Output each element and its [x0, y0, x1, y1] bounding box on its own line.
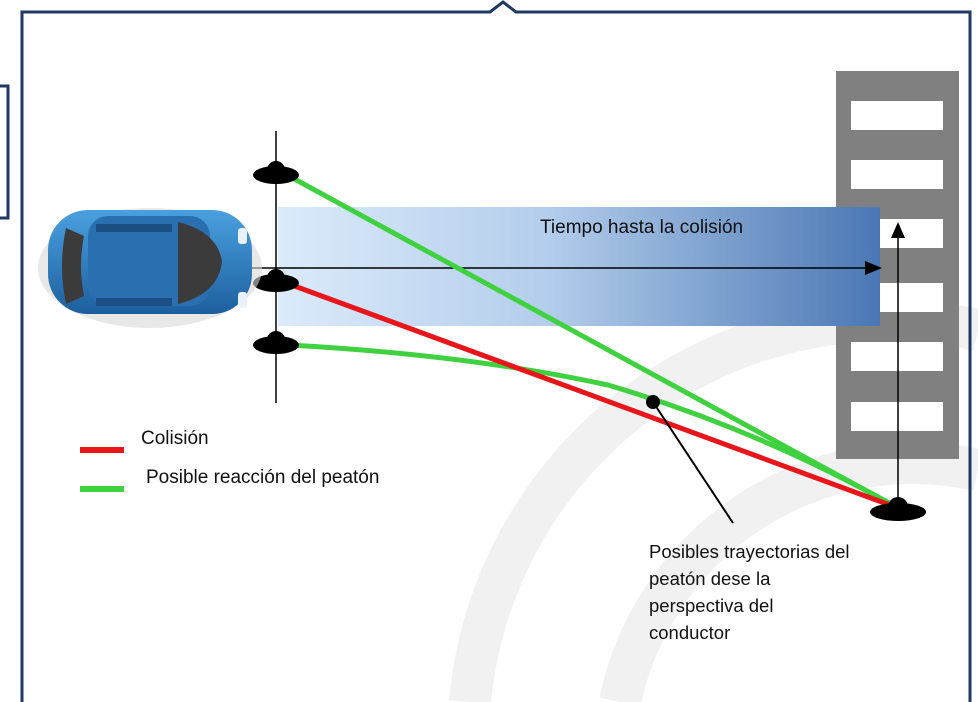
annotation-line: Posibles trayectorias del: [649, 541, 850, 562]
pedestrian-icon: [253, 269, 299, 292]
trajectory-annotation: Posibles trayectorias del peatón dese la…: [649, 538, 919, 646]
pedestrian-icon: [253, 161, 299, 184]
car-icon: [38, 208, 262, 328]
horizontal-arrow: [246, 261, 882, 275]
annotation-line: perspectiva del: [649, 595, 774, 616]
trajectory-red-collision: [288, 281, 899, 511]
time-to-collision-label: Tiempo hasta la colisión: [540, 217, 744, 238]
vertical-arrow: [891, 222, 905, 508]
trajectory-green-bottom: [288, 342, 900, 511]
trajectory-green-top: [287, 173, 900, 511]
pedestrian-icon: [870, 497, 926, 521]
annotation-line: conductor: [649, 622, 731, 643]
annotation-pointer: [646, 395, 734, 524]
legend-label-collision: Colisión: [141, 428, 209, 449]
pedestrian-icon: [253, 331, 299, 354]
legend-label-reaction: Posible reacción del peatón: [146, 467, 380, 488]
annotation-line: peatón dese la: [649, 568, 771, 589]
